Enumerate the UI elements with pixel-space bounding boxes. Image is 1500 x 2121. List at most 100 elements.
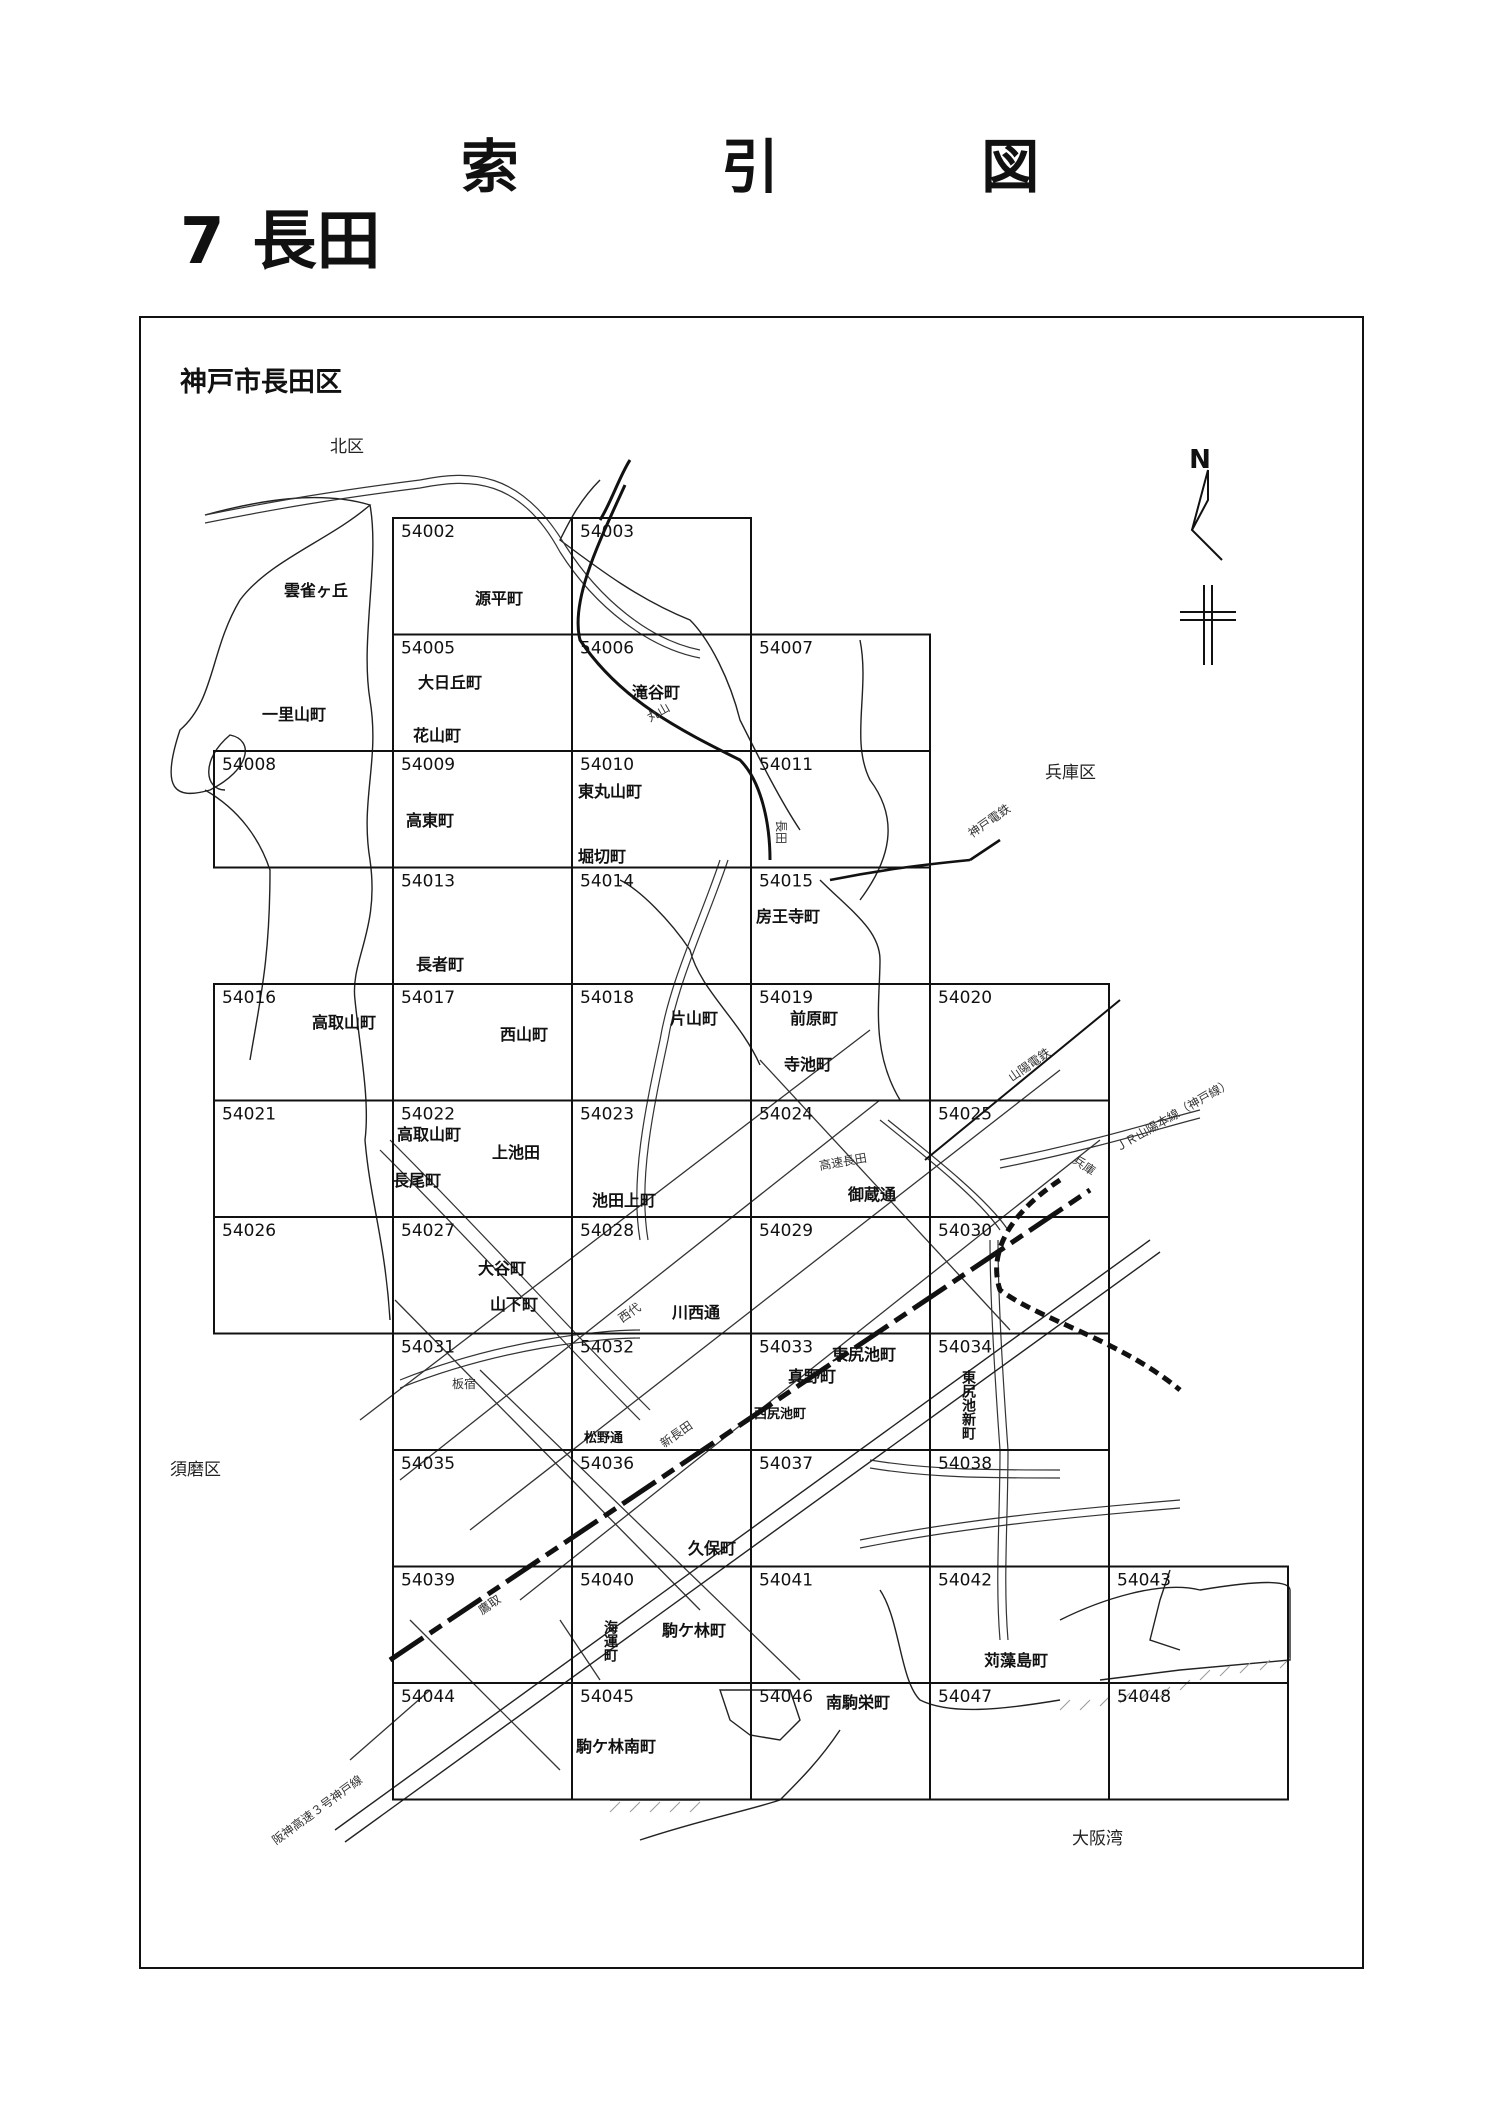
coast-hatching — [609, 1657, 1291, 1813]
town-label: 山下町 — [490, 1295, 538, 1314]
grid-cell-id: 54027 — [401, 1221, 455, 1241]
town-label: 御蔵通 — [847, 1185, 896, 1204]
grid-cell-id: 54034 — [938, 1338, 992, 1358]
grid-cell-id: 54020 — [938, 988, 992, 1008]
area-label: 大阪湾 — [1072, 1829, 1123, 1849]
grid-cell-id: 54005 — [401, 639, 455, 659]
station-label: 西代 — [616, 1300, 644, 1325]
station-label: 高速長田 — [818, 1150, 868, 1173]
grid-cell-id: 54006 — [580, 639, 634, 659]
grid-cell-id: 54043 — [1117, 1571, 1171, 1591]
town-label: 花山町 — [413, 726, 461, 745]
roads — [204, 474, 1201, 1641]
station-label: 長田 — [774, 820, 788, 844]
grid-cell-id: 54047 — [938, 1687, 992, 1707]
grid-cell-id: 54021 — [222, 1105, 276, 1125]
railway-label: 神戸電鉄 — [965, 801, 1013, 841]
grid-cell-id: 54035 — [401, 1454, 455, 1474]
grid-cell-id: 54015 — [759, 872, 813, 892]
grid-cell-id: 54011 — [759, 755, 813, 775]
grid-cell-id: 54002 — [401, 522, 455, 542]
town-label: 東尻池町 — [832, 1345, 896, 1364]
area-label: 兵庫区 — [1045, 763, 1096, 783]
grid-cell-id: 54042 — [938, 1571, 992, 1591]
town-label: 苅藻島町 — [984, 1651, 1048, 1670]
town-label: 高取山町 — [397, 1125, 461, 1144]
town-label: 東尻池新町 — [960, 1369, 976, 1441]
town-label: 真野町 — [788, 1367, 836, 1386]
map-frame — [139, 316, 1364, 1969]
title-char: 引 — [720, 133, 779, 201]
title-char: 索 — [460, 133, 519, 201]
town-label: 西尻池町 — [754, 1406, 806, 1422]
station-label: 鷹取 — [475, 1591, 503, 1617]
grid-cell-id: 54013 — [401, 872, 455, 892]
town-label: 東丸山町 — [578, 782, 642, 801]
town-label: 滝谷町 — [632, 683, 680, 702]
town-label: 海運町 — [602, 1619, 618, 1663]
grid-cell-id: 54025 — [938, 1105, 992, 1125]
town-label: 西山町 — [500, 1025, 548, 1044]
area-labels: 北区 兵庫区 須磨区 大阪湾 — [170, 437, 1123, 1849]
grid-cell-id: 54007 — [759, 639, 813, 659]
railways-drawn — [388, 459, 1182, 1663]
grid-cell-id: 54038 — [938, 1454, 992, 1474]
area-label: 北区 — [330, 437, 364, 457]
station-label: 板宿 — [452, 1376, 476, 1391]
town-label: 南駒栄町 — [826, 1693, 890, 1712]
grid-cell-id: 54029 — [759, 1221, 813, 1241]
grid-cell — [1108, 1682, 1289, 1801]
town-label: 大谷町 — [478, 1259, 526, 1278]
grid-cell-id: 54008 — [222, 755, 276, 775]
hanshin-expressway — [334, 1239, 1161, 1843]
grid-cell-id: 54040 — [580, 1571, 634, 1591]
north-arrow-icon — [1180, 469, 1236, 665]
map-name: 長田 — [252, 205, 381, 279]
grid-cell-id: 54039 — [401, 1571, 455, 1591]
grid-cell-id: 54033 — [759, 1338, 813, 1358]
station-label: 兵庫 — [1070, 1153, 1098, 1178]
area-label: 須磨区 — [170, 1460, 221, 1480]
town-label: 松野通 — [584, 1430, 623, 1446]
town-label: 大日丘町 — [418, 673, 482, 692]
town-label: 源平町 — [475, 589, 523, 608]
grid-cell-id: 54046 — [759, 1687, 813, 1707]
town-label: 川西通 — [671, 1303, 720, 1322]
grid-cell-id: 54037 — [759, 1454, 813, 1474]
town-label: 雲雀ヶ丘 — [284, 581, 348, 600]
railway-label: ＪＲ山陽本線（神戸線） — [1112, 1076, 1234, 1155]
grid-cell-id: 54010 — [580, 755, 634, 775]
station-label: 新長田 — [657, 1418, 695, 1451]
grid-cell-id: 54023 — [580, 1105, 634, 1125]
town-label: 久保町 — [688, 1539, 736, 1558]
grid-cell-id: 54019 — [759, 988, 813, 1008]
north-label: N — [1189, 445, 1211, 475]
railway-label: 阪神高速３号神戸線 — [269, 1772, 365, 1848]
town-labels: 雲雀ヶ丘 源平町 大日丘町 滝谷町 一里山町 花山町 東丸山町 高東町 堀切町 … — [262, 581, 1048, 1756]
town-label: 高東町 — [406, 811, 454, 830]
grid-cell-id: 54032 — [580, 1338, 634, 1358]
town-label: 寺池町 — [784, 1055, 832, 1074]
town-label: 長者町 — [416, 955, 464, 974]
grid-cell-id: 54026 — [222, 1221, 276, 1241]
grid-cell-id: 54044 — [401, 1687, 455, 1707]
grid-cell-id: 54009 — [401, 755, 455, 775]
grid-cell-id: 54022 — [401, 1105, 455, 1125]
map-number: 7 — [180, 205, 225, 279]
town-label: 堀切町 — [578, 847, 626, 866]
town-label: 長尾町 — [393, 1171, 441, 1190]
town-label: 房王寺町 — [756, 907, 820, 926]
town-label: 一里山町 — [262, 705, 326, 724]
grid-cell-id: 54030 — [938, 1221, 992, 1241]
grid-cell-id: 54018 — [580, 988, 634, 1008]
grid-cell-id: 54045 — [580, 1687, 634, 1707]
grid-cell-id: 54024 — [759, 1105, 813, 1125]
grid-cell-id: 54028 — [580, 1221, 634, 1241]
title-char: 図 — [981, 133, 1040, 201]
grid-cell-id: 54041 — [759, 1571, 813, 1591]
grid-cell-id: 54036 — [580, 1454, 634, 1474]
town-label: 前原町 — [790, 1009, 838, 1028]
grid-cell-id: 54003 — [580, 522, 634, 542]
ward-label: 神戸市長田区 — [180, 367, 342, 398]
